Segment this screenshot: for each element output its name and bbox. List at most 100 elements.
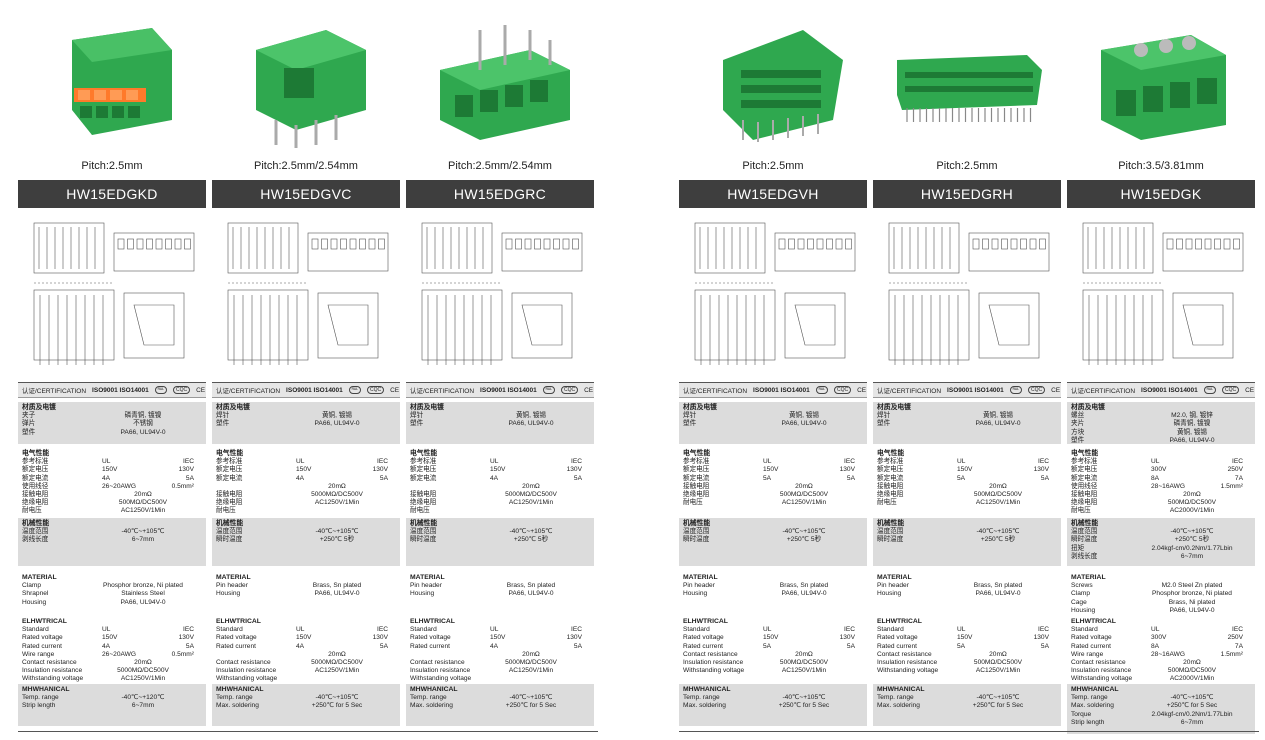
spec-key: 额定电流 (216, 474, 243, 482)
spec-section-title: MHWHANICAL (1071, 686, 1119, 693)
spec-key: Torque (1071, 710, 1092, 718)
spec-value: +250℃ 5秒 (786, 536, 822, 544)
spec-value: 6~7mm (131, 702, 155, 710)
spec-value-ul: UL (102, 626, 111, 634)
spec-value-iec: 130V (372, 466, 388, 474)
spec-value-iec: 130V (839, 466, 855, 474)
spec-row: 温度范围-40℃~+105℃ (22, 528, 202, 536)
spec-row: Temp. range-40℃~+120℃ (22, 694, 202, 702)
spec-value-ul: UL (296, 458, 305, 466)
dimension-drawing (879, 215, 1055, 375)
spec-key: Clamp (22, 582, 42, 590)
ce-mark-icon: CE (196, 386, 206, 394)
spec-key: Standard (410, 626, 437, 634)
spec-value: 2.04kgf-cm/0.2Nm/1.77Lbin (1151, 544, 1233, 552)
spec-value: Brass, Sn plated (506, 582, 556, 590)
spec-value: AC2000V/1Min (1169, 507, 1215, 515)
spec-values: 28~16AWG 1.5mm² (1133, 483, 1251, 491)
spec-key (410, 651, 472, 659)
pitch-label: Pitch:2.5mm (742, 160, 804, 172)
certification-label: 认证/CERTIFICATION (1071, 388, 1136, 395)
spec-value-iec: 130V (372, 634, 388, 642)
spec-key: 温度范围 (877, 528, 904, 536)
spec-value-ul: 5A (957, 474, 966, 482)
spec-value: AC1250V/1Min (781, 499, 827, 507)
spec-key: 瞬时温度 (683, 536, 710, 544)
spec-value-iec: 1.5mm² (1220, 482, 1243, 490)
spec-value-ul: 28~16AWG (1151, 482, 1186, 490)
bottom-rule (18, 731, 598, 732)
spec-key: 绝缘电阻 (1071, 499, 1098, 507)
spec-key: Max. soldering (683, 702, 726, 710)
spec-row: 温度范围-40℃~+105℃ (216, 528, 396, 536)
spec-key: Rated voltage (683, 634, 724, 642)
iso-label: ISO9001 ISO14001 (947, 386, 1004, 394)
spec-value-ul: 28~16AWG (1151, 650, 1186, 658)
spec-value-ul: 5A (763, 642, 772, 650)
spec-key: Housing (216, 590, 241, 598)
spec-value: AC2000V/1Min (1169, 675, 1215, 683)
spec-value: M2.0, 钢, 镀锌 (1171, 412, 1213, 420)
iso-label: ISO9001 ISO14001 (1141, 386, 1198, 394)
spec-key: Temp. range (410, 694, 447, 702)
spec-key: Contact resistance (1071, 659, 1126, 667)
spec-key: 塑件 (1071, 436, 1085, 444)
spec-key: 参考标准 (216, 458, 243, 466)
spec-row: 瞬时温度+250℃ 5秒 (1071, 536, 1251, 544)
spec-row: 瞬时温度+250℃ 5秒 (216, 536, 396, 544)
spec-key: 塑件 (683, 420, 697, 428)
spec-value (472, 507, 590, 515)
spec-key: 温度范围 (410, 528, 437, 536)
spec-value-iec: 0.5mm² (171, 482, 194, 490)
spec-key: Standard (1071, 626, 1098, 634)
spec-value-iec: IEC (844, 458, 855, 466)
spec-value: 6~7mm (1180, 718, 1204, 726)
spec-key: 额定电压 (1071, 466, 1098, 474)
connector-photo (683, 10, 863, 150)
spec-value-iec: 250V (1227, 466, 1243, 474)
spec-value: 不锈钢 (133, 420, 153, 428)
spec-value: -40℃~+105℃ (1170, 528, 1214, 536)
certification-label: 认证/CERTIFICATION (216, 388, 281, 395)
spec-value: 5000MΩ/DC500V (505, 491, 557, 499)
spec-row: Temp. range-40℃~+105℃ (410, 694, 590, 702)
spec-key: Standard (216, 626, 243, 634)
spec-key: 耐电压 (22, 507, 42, 515)
spec-value-iec: IEC (1038, 626, 1049, 634)
spec-key: Rated voltage (877, 634, 918, 642)
spec-value: 5000MΩ/DC500V (117, 667, 169, 675)
spec-value-ul: 4A (490, 474, 499, 482)
